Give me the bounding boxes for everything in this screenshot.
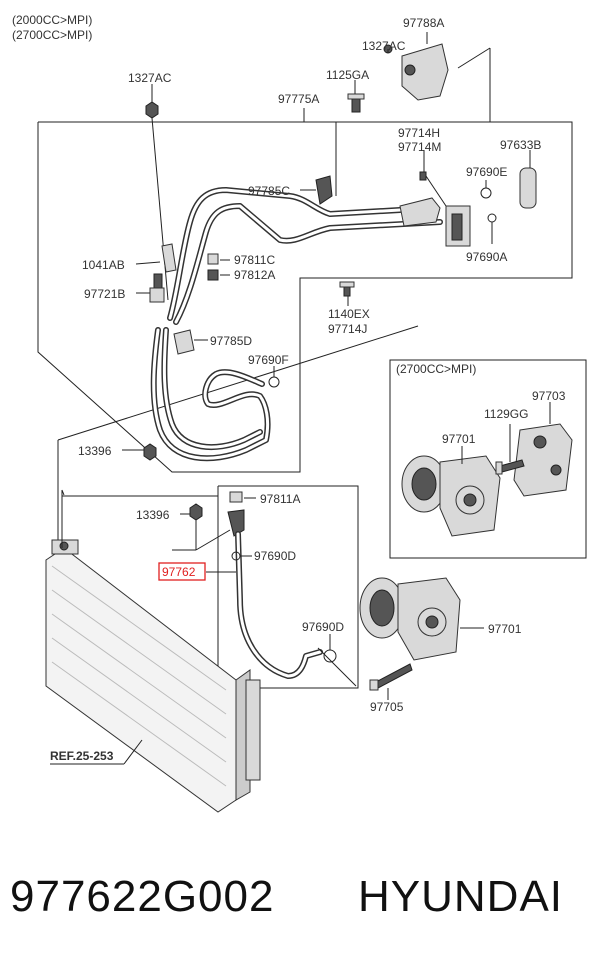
oring-97690F — [268, 376, 280, 388]
footer-caption: 977622G002 HYUNDAI — [0, 872, 600, 942]
condenser-lead-line — [57, 325, 419, 441]
upper-assembly-outline — [37, 121, 573, 473]
label-97775A[interactable]: 97775A — [278, 92, 319, 106]
clamp-97785C — [315, 175, 333, 205]
label-97788A[interactable]: 97788A — [403, 16, 444, 30]
bracket-97703 — [513, 423, 573, 497]
variant-label-2000cc: (2000CC>MPI) — [12, 13, 92, 27]
label-97714M[interactable]: 97714M — [398, 140, 441, 154]
label-97785D[interactable]: 97785D — [210, 334, 252, 348]
suction-hose-97775A — [167, 187, 443, 325]
bolt-1129GG — [495, 459, 525, 475]
leader-13396-b3 — [195, 529, 231, 551]
highlight-box-97762 — [158, 562, 206, 581]
bolt-97705 — [369, 663, 413, 691]
bolt-1140EX — [339, 281, 355, 297]
ref-link[interactable]: REF.25-253 — [50, 749, 114, 763]
label-97701-inset[interactable]: 97701 — [442, 432, 476, 446]
inset-2700cc-box — [389, 359, 587, 559]
variant-label-2700cc: (2700CC>MPI) — [12, 28, 92, 42]
part-number: 977622G002 — [10, 872, 275, 921]
label-97690D-b[interactable]: 97690D — [302, 620, 344, 634]
leader-1041AB — [135, 261, 161, 265]
label-97811C[interactable]: 97811C — [234, 253, 275, 267]
bracket-97788A — [401, 43, 449, 101]
compressor-fitting-top — [399, 197, 471, 247]
brand-name: HYUNDAI — [358, 872, 564, 921]
compressor-97701-inset — [401, 455, 501, 537]
clamp-97785D — [173, 329, 195, 355]
label-97703[interactable]: 97703 — [532, 389, 566, 403]
cap-97811A — [229, 491, 243, 503]
valve-97633B — [519, 167, 537, 209]
condenser — [45, 539, 261, 813]
bracket-1041AB — [161, 243, 177, 273]
bolt-97714H — [419, 171, 427, 181]
cap-97811C — [207, 253, 219, 265]
label-1129GG[interactable]: 1129GG — [484, 407, 528, 421]
compressor-97701 — [359, 577, 461, 661]
label-97690A[interactable]: 97690A — [466, 250, 507, 264]
leader-1327AC-left-b — [151, 117, 169, 301]
label-1140EX[interactable]: 1140EX — [328, 307, 370, 321]
label-97690D-a[interactable]: 97690D — [254, 549, 296, 563]
label-97690F[interactable]: 97690F — [248, 353, 289, 367]
lower-assembly-outline — [61, 489, 65, 496]
nut-13396-a — [143, 443, 157, 461]
label-1041AB[interactable]: 1041AB — [82, 258, 125, 272]
ref-leader — [123, 739, 143, 765]
label-1327AC-left[interactable]: 1327AC — [128, 71, 172, 85]
label-97812A[interactable]: 97812A — [234, 268, 275, 282]
leader-97714H-b — [425, 175, 447, 207]
label-13396-a[interactable]: 13396 — [78, 444, 112, 458]
label-1125GA[interactable]: 1125GA — [326, 68, 369, 82]
valve-97721B — [149, 273, 165, 303]
label-97785C[interactable]: 97785C — [248, 184, 290, 198]
bolt-1125GA — [347, 93, 365, 113]
leader-97705-b — [317, 647, 357, 687]
oring-97690A — [487, 213, 497, 223]
label-97690E[interactable]: 97690E — [466, 165, 507, 179]
label-97633B[interactable]: 97633B — [500, 138, 541, 152]
label-97762[interactable]: 97762 — [162, 565, 196, 579]
cap-97812A — [207, 269, 219, 281]
nut-13396-b — [189, 503, 203, 521]
hose-97762-outline — [217, 485, 359, 689]
inset-title: (2700CC>MPI) — [396, 362, 476, 376]
ac-parts-diagram: (2000CC>MPI) (2700CC>MPI) (2700CC>MPI) — [12, 13, 587, 813]
leader-97788A-b — [457, 47, 491, 69]
label-97714J[interactable]: 97714J — [328, 322, 367, 336]
label-13396-b[interactable]: 13396 — [136, 508, 170, 522]
nut-1327AC-left — [145, 101, 159, 119]
oring-97690E — [480, 187, 492, 199]
liquid-hose-97762 — [227, 509, 323, 679]
discharge-hose — [150, 327, 271, 462]
label-97811A[interactable]: 97811A — [260, 492, 300, 506]
label-1327AC-top[interactable]: 1327AC — [362, 39, 406, 53]
label-97701[interactable]: 97701 — [488, 622, 522, 636]
label-97714H[interactable]: 97714H — [398, 126, 440, 140]
label-97705[interactable]: 97705 — [370, 700, 404, 714]
label-97721B[interactable]: 97721B — [84, 287, 125, 301]
